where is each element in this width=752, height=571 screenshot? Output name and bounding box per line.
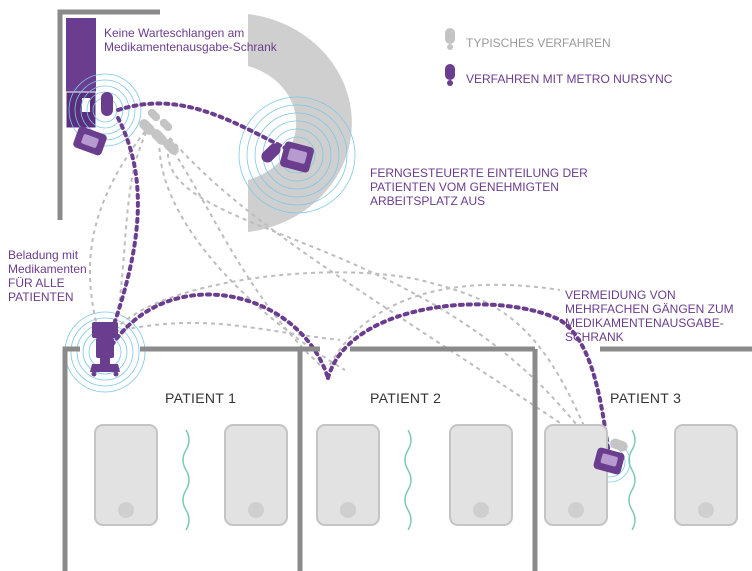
annotation-no-queue: Keine Warteschlangen am Medikamentenausg…	[104, 26, 277, 54]
pharmacy-wall	[57, 9, 160, 220]
gray-cart-icon	[445, 28, 455, 50]
loading-cart	[90, 322, 120, 377]
room-title-patient-1: PATIENT 1	[165, 390, 237, 406]
wireless-waves-workstation	[238, 96, 356, 214]
patient-beds	[94, 424, 738, 526]
purple-cart-icon	[445, 64, 455, 86]
bed-pillows	[118, 502, 714, 518]
legend-nursync-label: VERFAHREN MIT METRO NURSYNC	[466, 72, 673, 86]
typical-carts-pharmacy	[139, 108, 179, 155]
room-title-patient-3: PATIENT 3	[610, 390, 682, 406]
privacy-curtains	[182, 429, 636, 531]
cabinet-scanner	[82, 98, 90, 112]
purple-cart-patient3	[593, 438, 628, 475]
nursync-paths	[110, 101, 610, 450]
purple-cart-workstation	[261, 141, 314, 173]
wireless-waves-cabinet	[68, 73, 142, 147]
annotation-loading: Beladung mit Medikamenten FÜR ALLE PATIE…	[8, 248, 87, 304]
room-title-patient-2: PATIENT 2	[370, 390, 442, 406]
annotation-remote-assign: FERNGESTEUERTE EINTEILUNG DER PATIENTEN …	[370, 166, 588, 208]
workstation-arc	[248, 14, 352, 232]
legend-typical-label: TYPISCHES VERFAHREN	[466, 36, 611, 50]
annotation-avoid-trips: VERMEIDUNG VON MEHRFACHEN GÄNGEN ZUM MED…	[565, 288, 734, 344]
purple-cart-cabinet	[73, 92, 113, 156]
patient-rooms-walls	[62, 346, 752, 571]
